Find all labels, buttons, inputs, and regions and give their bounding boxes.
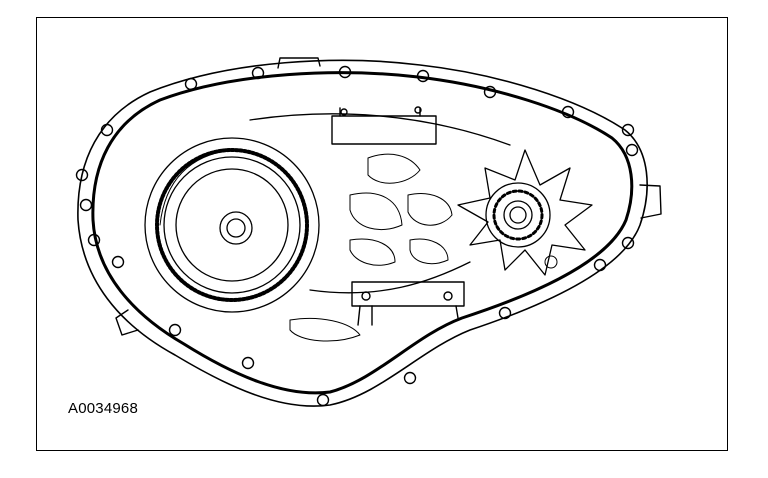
- bottom-bracket: [351, 281, 465, 326]
- bolt-holes: [75, 65, 639, 407]
- housing-outer-flange: [77, 59, 648, 407]
- drive-sprocket: [457, 149, 593, 276]
- figure-frame: [36, 17, 728, 451]
- sealing-bead: [91, 71, 634, 395]
- figure-id-label: A0034968: [68, 400, 139, 417]
- drive-chain: [249, 113, 511, 294]
- ring-gear: [144, 137, 320, 313]
- top-bracket: [331, 106, 437, 145]
- left-mounting-tab: [115, 309, 139, 336]
- right-mounting-tab: [639, 184, 662, 219]
- top-mounting-tab: [277, 57, 321, 69]
- housing-ribs: [289, 153, 558, 342]
